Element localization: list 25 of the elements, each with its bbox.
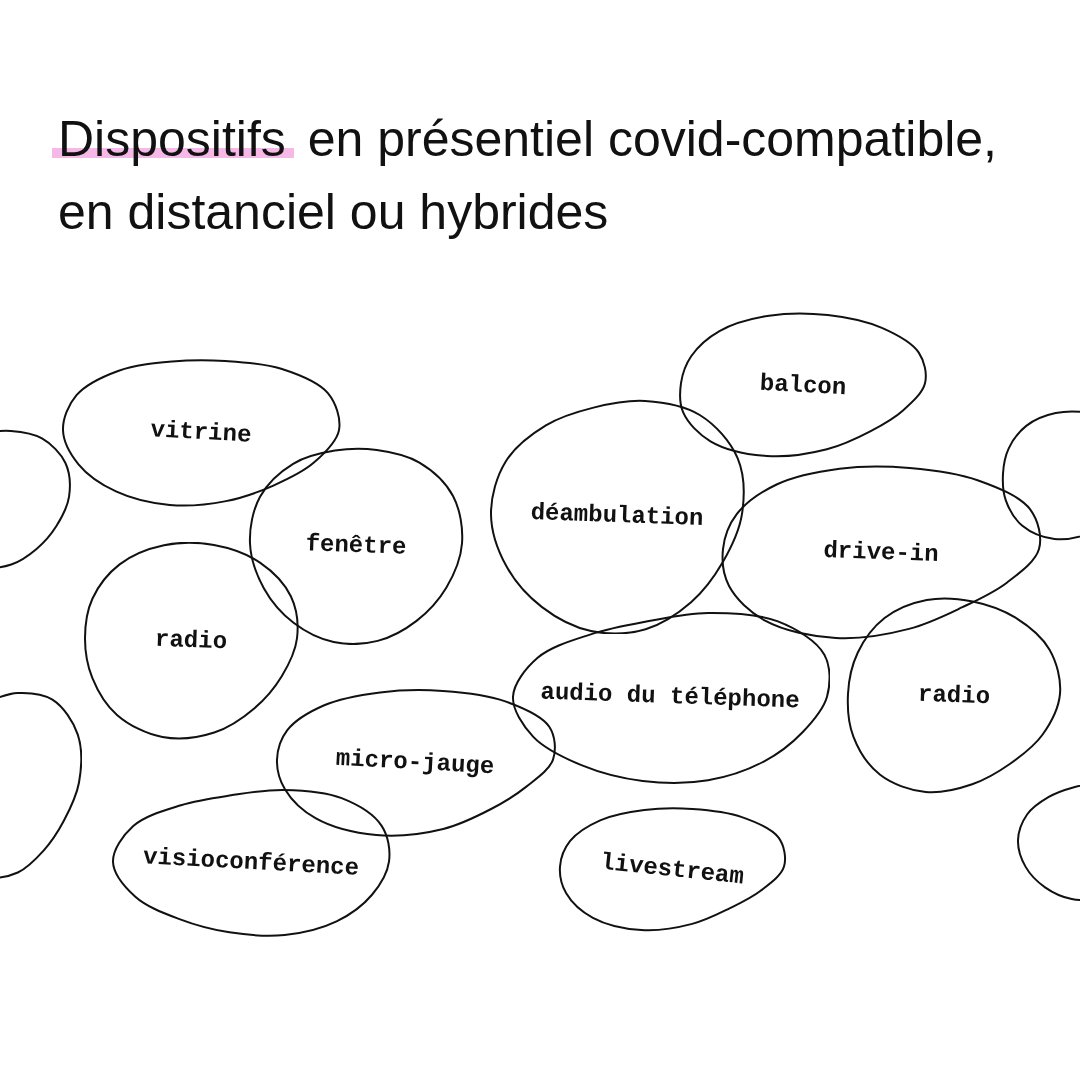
blob-outline: [0, 428, 72, 570]
blob-outline: [720, 465, 1042, 641]
label-text: audio du téléphone: [539, 678, 801, 716]
label-text: déambulation: [529, 499, 704, 533]
blob-outline: [1000, 410, 1080, 542]
blob-outline: [488, 398, 745, 634]
label-text: balcon: [759, 369, 847, 402]
blob-outline: [678, 312, 928, 459]
label-text: vitrine: [149, 416, 253, 450]
blob-outline: [557, 806, 787, 933]
title: Dispositifs en présentiel covid-compatible, en distanciel ou hybrides: [50, 103, 1033, 249]
label-text: radio: [154, 625, 228, 657]
blob-outline: [110, 787, 392, 938]
blob-outline: [845, 597, 1063, 795]
label-text: visioconférence: [142, 842, 360, 883]
blob-outline: [510, 610, 830, 784]
label-text: radio: [917, 680, 991, 712]
blob-outline: [247, 447, 465, 645]
label-text: fenêtre: [305, 530, 407, 562]
label-text: livestream: [598, 848, 746, 891]
blob-outline: [0, 690, 82, 880]
label-text: drive-in: [822, 537, 940, 569]
blob-outline: [82, 542, 300, 740]
blob-outline: [60, 358, 342, 508]
label-text: micro-jauge: [335, 744, 495, 782]
